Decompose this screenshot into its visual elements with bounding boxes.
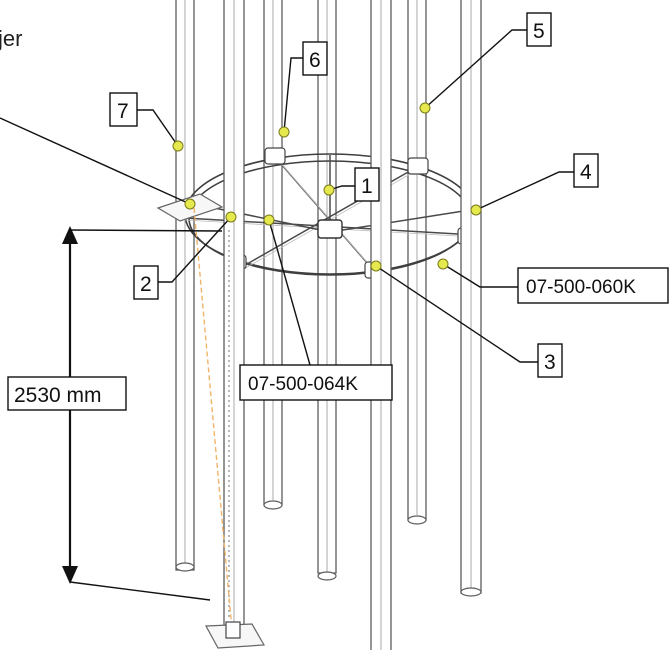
svg-text:07-500-064K: 07-500-064K [248,374,358,395]
callout-5: 5 [526,12,552,47]
callout-3: 3 [537,343,563,378]
pole-back-center [317,0,337,581]
marker-1 [323,184,335,196]
svg-text:2: 2 [140,273,152,296]
svg-text:3: 3 [544,351,556,374]
marker-7 [172,140,184,152]
pole-front-center [370,0,392,650]
dimension-label-box [7,376,127,411]
base-socket [225,621,241,639]
marker-4 [470,204,482,216]
marker-2 [225,211,237,223]
callout-6: 6 [302,41,328,76]
svg-text:1: 1 [361,175,373,198]
marker-3 [370,260,382,272]
dimension-label: 2530 mm [14,384,102,407]
marker-ring-code [437,258,449,270]
svg-text:4: 4 [580,161,592,184]
height-dimension: 2530 mm [7,226,223,601]
alignment-guide-line [193,207,233,631]
markers [172,102,482,272]
leader-lines [0,29,574,366]
marker-spoke-code [263,214,275,226]
callout-1: 1 [354,167,380,202]
marker-5 [419,102,431,114]
svg-text:5: 5 [533,20,545,43]
pole-front-right [460,0,482,597]
marker-6 [278,126,290,138]
part-code-ring: 07-500-060K [517,267,669,304]
callout-7: 7 [109,92,138,127]
svg-text:6: 6 [309,49,321,72]
svg-text:07-500-060K: 07-500-060K [526,277,636,298]
callout-2: 2 [133,265,159,300]
svg-text:7: 7 [117,100,129,123]
pole-front-left [223,0,245,641]
partial-heading-text: jer [0,26,22,51]
pole-back-left [175,0,195,572]
part-code-spoke: 07-500-064K [239,364,393,401]
marker-plate [184,198,196,210]
callout-4: 4 [573,153,599,188]
pole-back-right [407,0,427,525]
